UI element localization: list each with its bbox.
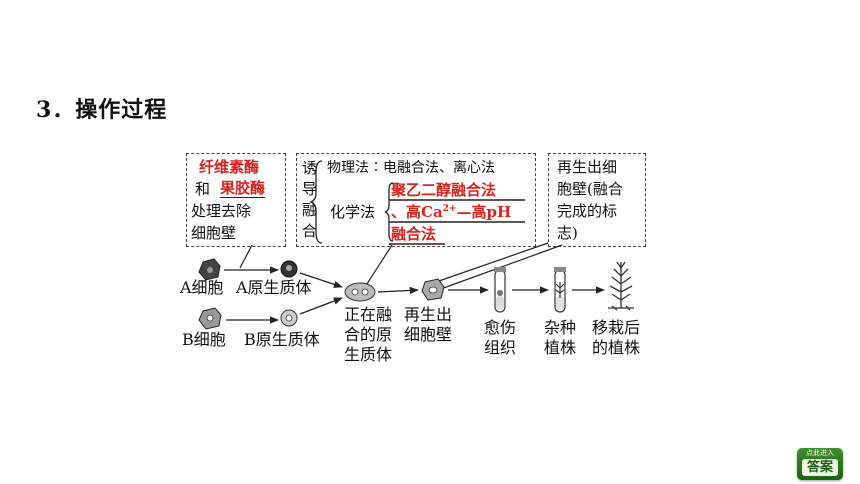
- transplanted-plant-icon: [608, 261, 634, 311]
- answer-button-label: 答案: [802, 459, 838, 476]
- chemical-method-label: 化学法: [330, 203, 376, 221]
- enzyme-pectinase: 果胶酶: [220, 179, 266, 198]
- induce-char-4: 合: [302, 222, 318, 240]
- label-b-protoplast: B原生质体: [244, 330, 320, 349]
- a-protoplast-nucleus-icon: [286, 265, 292, 271]
- chem-peg-method: 聚乙二醇融合法: [391, 181, 497, 199]
- hybrid-tube-icon: [554, 267, 566, 313]
- a-to-fusion-arrow: [299, 272, 343, 288]
- label-transplant-1: 移栽后: [592, 318, 641, 337]
- label-a-cell: A细胞: [180, 278, 224, 297]
- chemical-underlines: [389, 199, 525, 245]
- label-regen-1: 再生出: [404, 305, 453, 324]
- chem-fusion-method: 融合法: [391, 225, 437, 243]
- label-fusing-3: 生质体: [344, 345, 393, 364]
- label-a-protoplast: A原生质体: [236, 278, 312, 297]
- calcium-superscript: 2+: [442, 204, 457, 214]
- induce-char-3: 融: [302, 201, 318, 219]
- fusing-nucleus-b-icon: [361, 288, 369, 296]
- induce-char-2: 导: [302, 180, 318, 198]
- label-callus-2: 组织: [484, 338, 517, 357]
- page-title: 3．操作过程: [36, 97, 168, 123]
- wall-callout-line-1: [435, 242, 549, 283]
- answer-button-top-text: 点此进入: [806, 449, 834, 457]
- enzyme-cellulase: 纤维素酶: [199, 158, 260, 176]
- chem-calcium-suffix: —高pH: [456, 203, 512, 221]
- wall-line-2: 胞壁(融合: [557, 180, 623, 198]
- fusing-nucleus-a-icon: [351, 288, 359, 296]
- label-hybrid-2: 植株: [544, 338, 577, 357]
- label-hybrid-1: 杂种: [544, 318, 577, 337]
- wall-line-1: 再生出细: [557, 158, 618, 176]
- fusion-callout-line: [364, 244, 393, 288]
- b-cell-nucleus-icon: [206, 314, 214, 322]
- label-fusing-1: 正在融: [344, 305, 393, 324]
- label-fusing-2: 合的原: [344, 325, 393, 344]
- b-to-fusion-arrow: [299, 297, 343, 315]
- method-brace: [309, 160, 323, 244]
- label-regen-2: 细胞壁: [404, 325, 453, 344]
- wall-line-4: 志): [557, 224, 578, 242]
- label-callus-1: 愈伤: [484, 318, 517, 337]
- enzyme-line3: 处理去除: [191, 202, 252, 220]
- enzyme-and: 和: [195, 180, 211, 198]
- induce-char-1: 诱: [302, 159, 318, 177]
- regenerated-nucleus-icon: [428, 286, 438, 294]
- enzyme-callout-line: [239, 244, 253, 269]
- wall-regeneration-box: 再生出细 胞壁(融合 完成的标 志): [548, 153, 646, 247]
- chemical-brace: [384, 182, 394, 242]
- physical-method: 物理法∶电融合法、离心法: [327, 160, 495, 176]
- answer-button[interactable]: 点此进入 答案: [797, 448, 843, 480]
- a-cell-nucleus-icon: [207, 267, 213, 273]
- chem-calcium-method: 、高Ca2+—高pH: [391, 202, 511, 222]
- enzyme-line4: 细胞壁: [191, 224, 237, 242]
- fusing-protoplast-icon: [344, 282, 376, 302]
- label-transplant-2: 的植株: [592, 338, 641, 357]
- fusion-to-regen-arrow: [377, 286, 419, 295]
- chem-calcium-prefix: 、高Ca: [391, 203, 443, 221]
- callus-tube-icon: [494, 267, 506, 313]
- wall-line-3: 完成的标: [557, 202, 618, 220]
- label-b-cell: B细胞: [182, 330, 226, 349]
- enzyme-treatment-box: 纤维素酶 和 果胶酶 处理去除 细胞壁: [186, 153, 286, 247]
- b-protoplast-nucleus-icon: [285, 314, 293, 322]
